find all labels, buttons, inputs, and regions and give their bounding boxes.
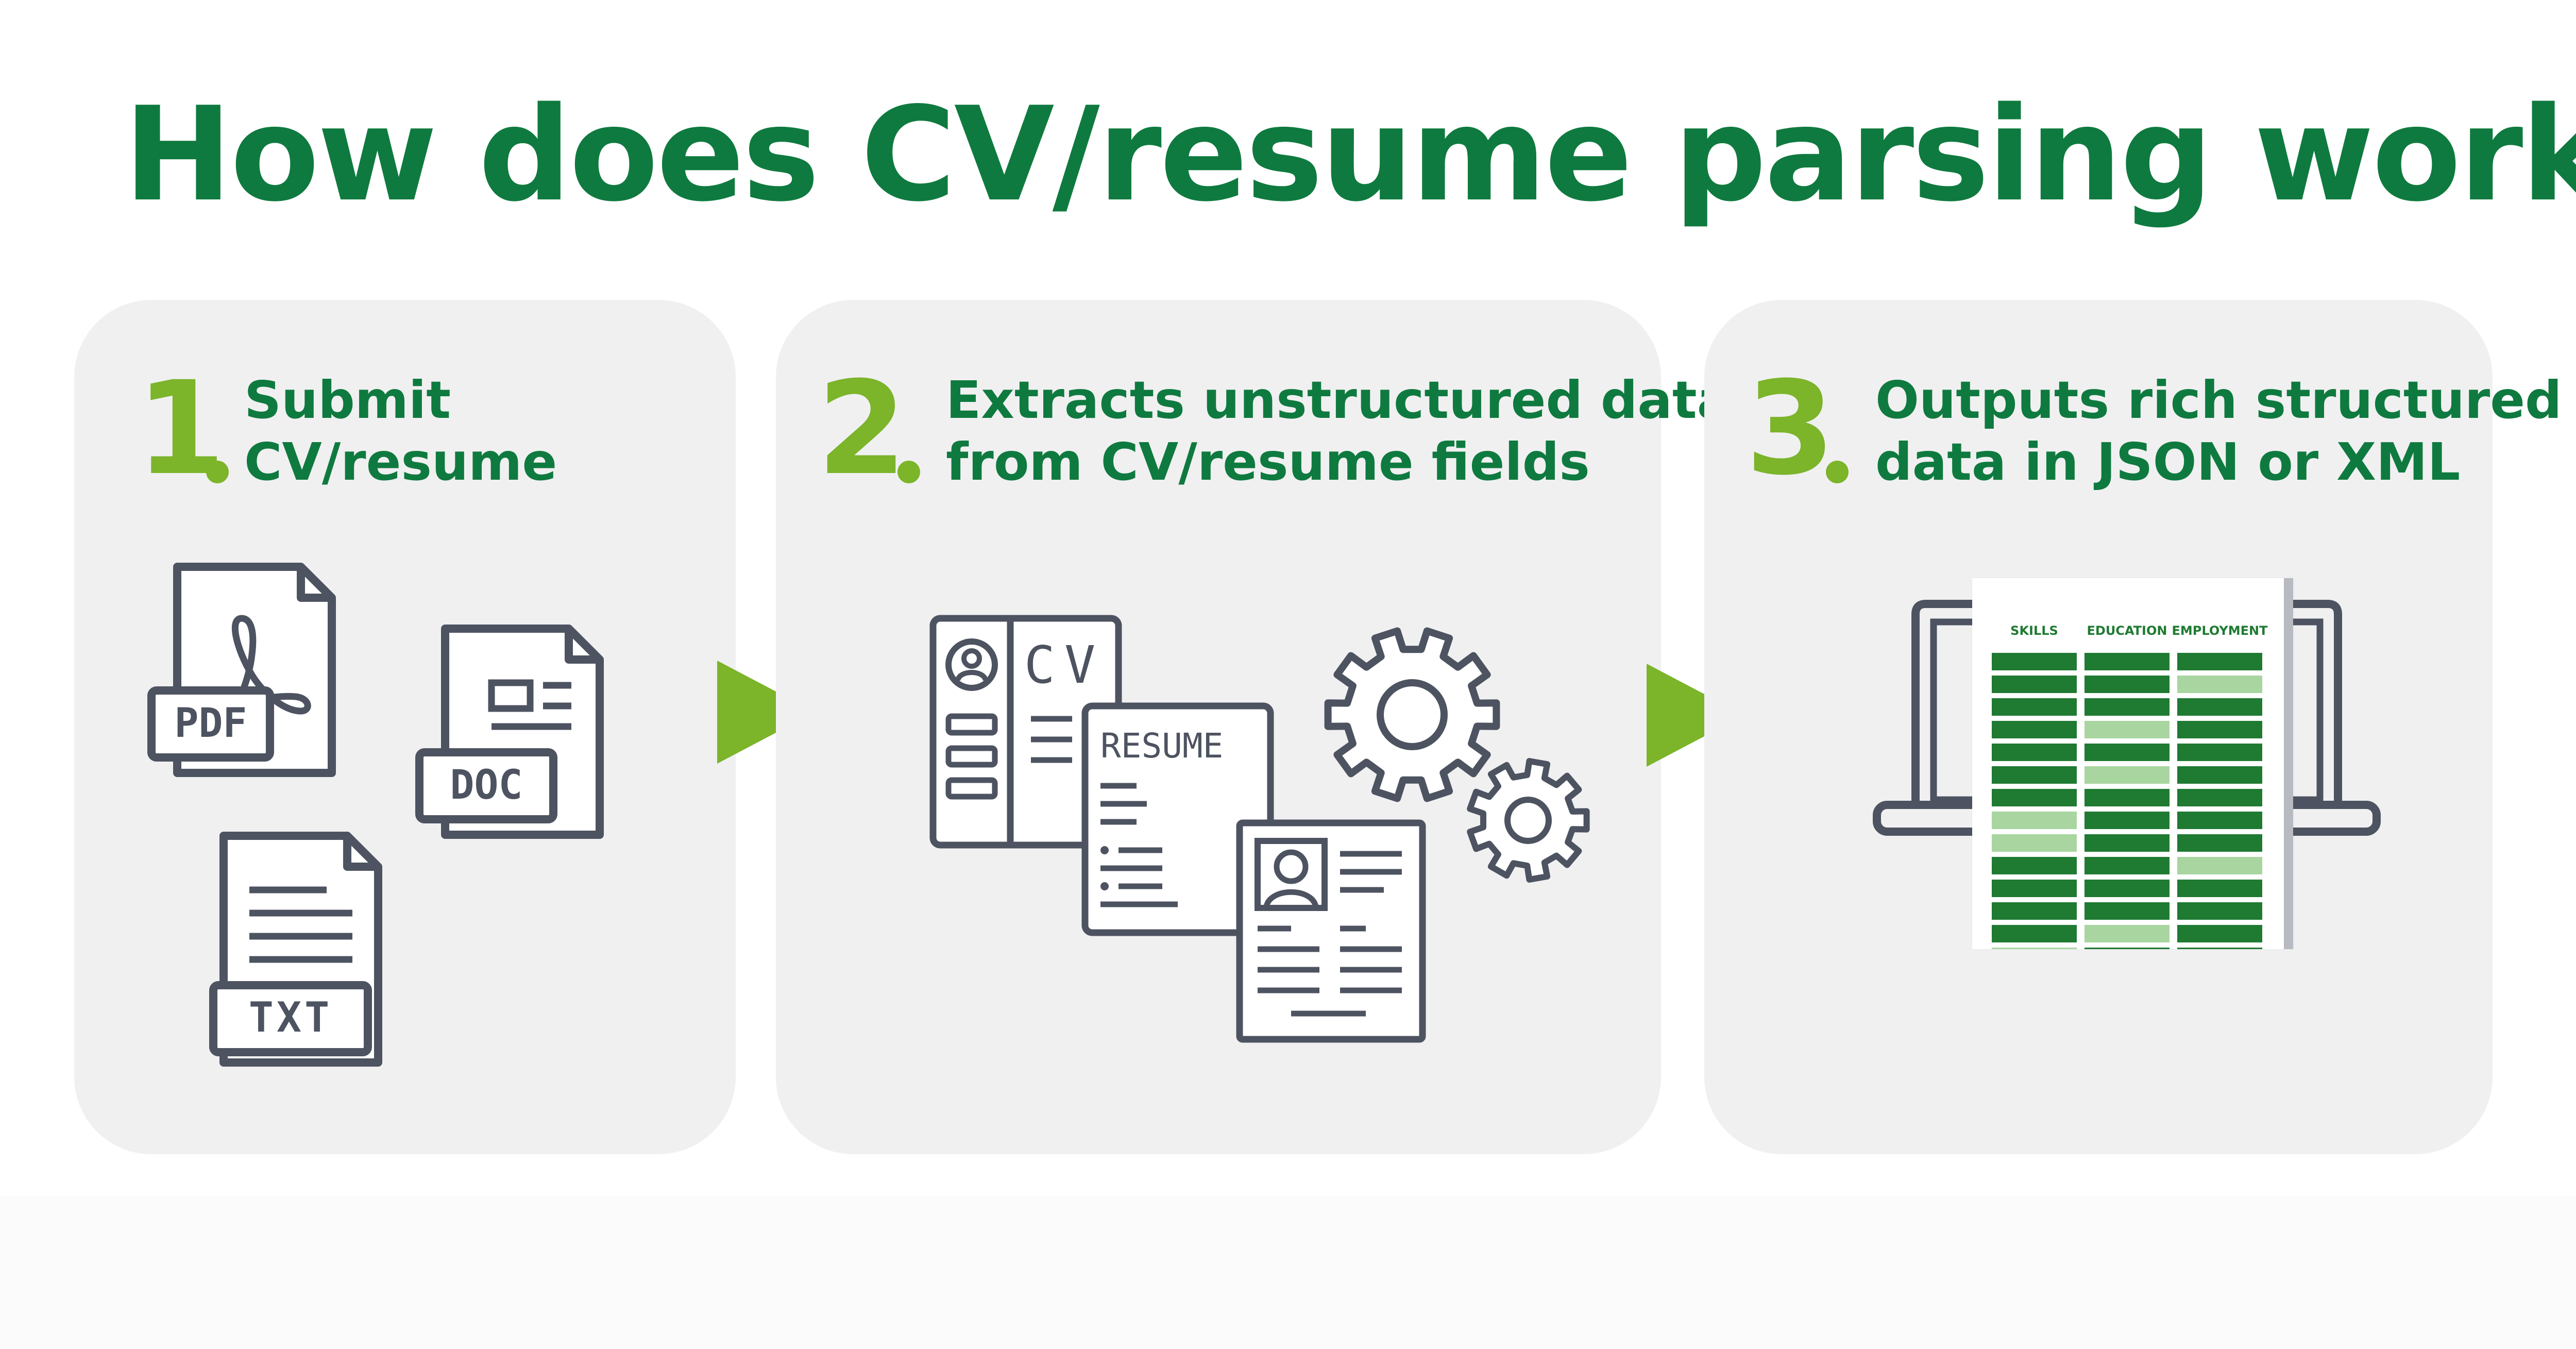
table-cell — [2177, 925, 2262, 942]
profile-document-icon — [1236, 819, 1426, 1043]
table-cell — [2177, 834, 2262, 852]
step-2-line-2: from CV/resume fields — [946, 432, 1590, 492]
small-gear-icon — [1467, 758, 1590, 883]
table-cell — [2084, 948, 2170, 949]
large-gear-teeth — [1324, 627, 1500, 802]
table-cell — [1992, 721, 2077, 738]
table-cell — [1992, 902, 2077, 920]
table-cell — [2084, 744, 2170, 761]
table-cell — [2084, 789, 2170, 806]
structured-data-sheet: SKILLS EDUCATION EMPLOYMENT — [1972, 578, 2293, 949]
step-2-number: 2 — [817, 353, 907, 503]
table-cell — [2084, 857, 2170, 874]
table-cell — [2177, 766, 2262, 784]
small-gear-teeth — [1467, 758, 1590, 883]
table-cell — [2177, 721, 2262, 738]
step-2-panel: 2 Extracts unstructured data from CV/res… — [776, 300, 1732, 1154]
cv-label: CV — [1024, 635, 1105, 695]
pdf-file-icon: PDF — [147, 563, 336, 777]
table-cell — [2084, 902, 2170, 920]
table-cell — [1992, 766, 2077, 784]
data-table: SKILLS EDUCATION EMPLOYMENT — [1992, 623, 2268, 949]
table-cell — [1992, 653, 2077, 670]
table-cell — [1992, 925, 2077, 942]
step-1-line-1: Submit — [244, 370, 451, 430]
table-cell — [1992, 676, 2077, 693]
table-cell — [1992, 857, 2077, 874]
step-3-dot — [1826, 461, 1849, 483]
table-header-employment: EMPLOYMENT — [2172, 623, 2268, 638]
table-cell — [2084, 766, 2170, 784]
table-cell — [2177, 857, 2262, 874]
resume-label: RESUME — [1100, 726, 1223, 766]
doc-file-icon: DOC — [415, 625, 604, 839]
txt-label: TXT — [249, 993, 333, 1041]
step-3-panel: 3 Outputs rich structured data in JSON o… — [1704, 300, 2562, 1154]
table-cell — [1992, 698, 2077, 716]
doc-label: DOC — [450, 762, 523, 808]
step-3-line-1: Outputs rich structured — [1875, 370, 2562, 430]
footer-band — [0, 1195, 2576, 1349]
step-3-number: 3 — [1745, 353, 1835, 503]
step-1-dot — [206, 461, 229, 483]
table-cell — [2177, 698, 2262, 716]
table-cell — [2177, 812, 2262, 829]
table-cell — [2177, 789, 2262, 806]
table-cell — [2177, 880, 2262, 897]
table-cell — [2084, 812, 2170, 829]
table-cell — [1992, 880, 2077, 897]
table-cell — [2084, 653, 2170, 670]
step-2-dot — [897, 461, 920, 483]
table-cell — [2084, 834, 2170, 852]
table-cell — [2084, 676, 2170, 693]
large-gear-icon — [1324, 627, 1500, 802]
table-cell — [1992, 744, 2077, 761]
page-title: How does CV/resume parsing work? — [124, 79, 2576, 230]
table-cell — [1992, 789, 2077, 806]
table-cell — [1992, 834, 2077, 852]
table-cell — [1992, 812, 2077, 829]
step-1-panel: 1 Submit CV/resume PDF DOC TXT — [74, 300, 736, 1154]
table-cell — [2084, 880, 2170, 897]
cv-document-icon: CV — [929, 615, 1122, 849]
table-cell — [2177, 902, 2262, 920]
table-cell — [2177, 676, 2262, 693]
large-gear-hole — [1377, 679, 1448, 750]
step-2-line-1: Extracts unstructured data — [946, 370, 1732, 430]
step-3-line-2: data in JSON or XML — [1875, 432, 2461, 492]
table-cell — [2177, 744, 2262, 761]
table-cell — [2084, 925, 2170, 942]
table-header-education: EDUCATION — [2087, 623, 2167, 638]
resume-document-icon: RESUME — [1081, 702, 1274, 936]
step-1-line-2: CV/resume — [244, 432, 557, 492]
table-cell — [2177, 653, 2262, 670]
table-cell — [2084, 721, 2170, 738]
txt-file-icon: TXT — [209, 832, 382, 1067]
table-header-skills: SKILLS — [2010, 623, 2058, 638]
table-cell — [2177, 948, 2262, 949]
pdf-label: PDF — [175, 700, 247, 747]
table-cell — [1992, 948, 2077, 949]
small-gear-hole — [1504, 797, 1552, 844]
table-cell — [2084, 698, 2170, 716]
